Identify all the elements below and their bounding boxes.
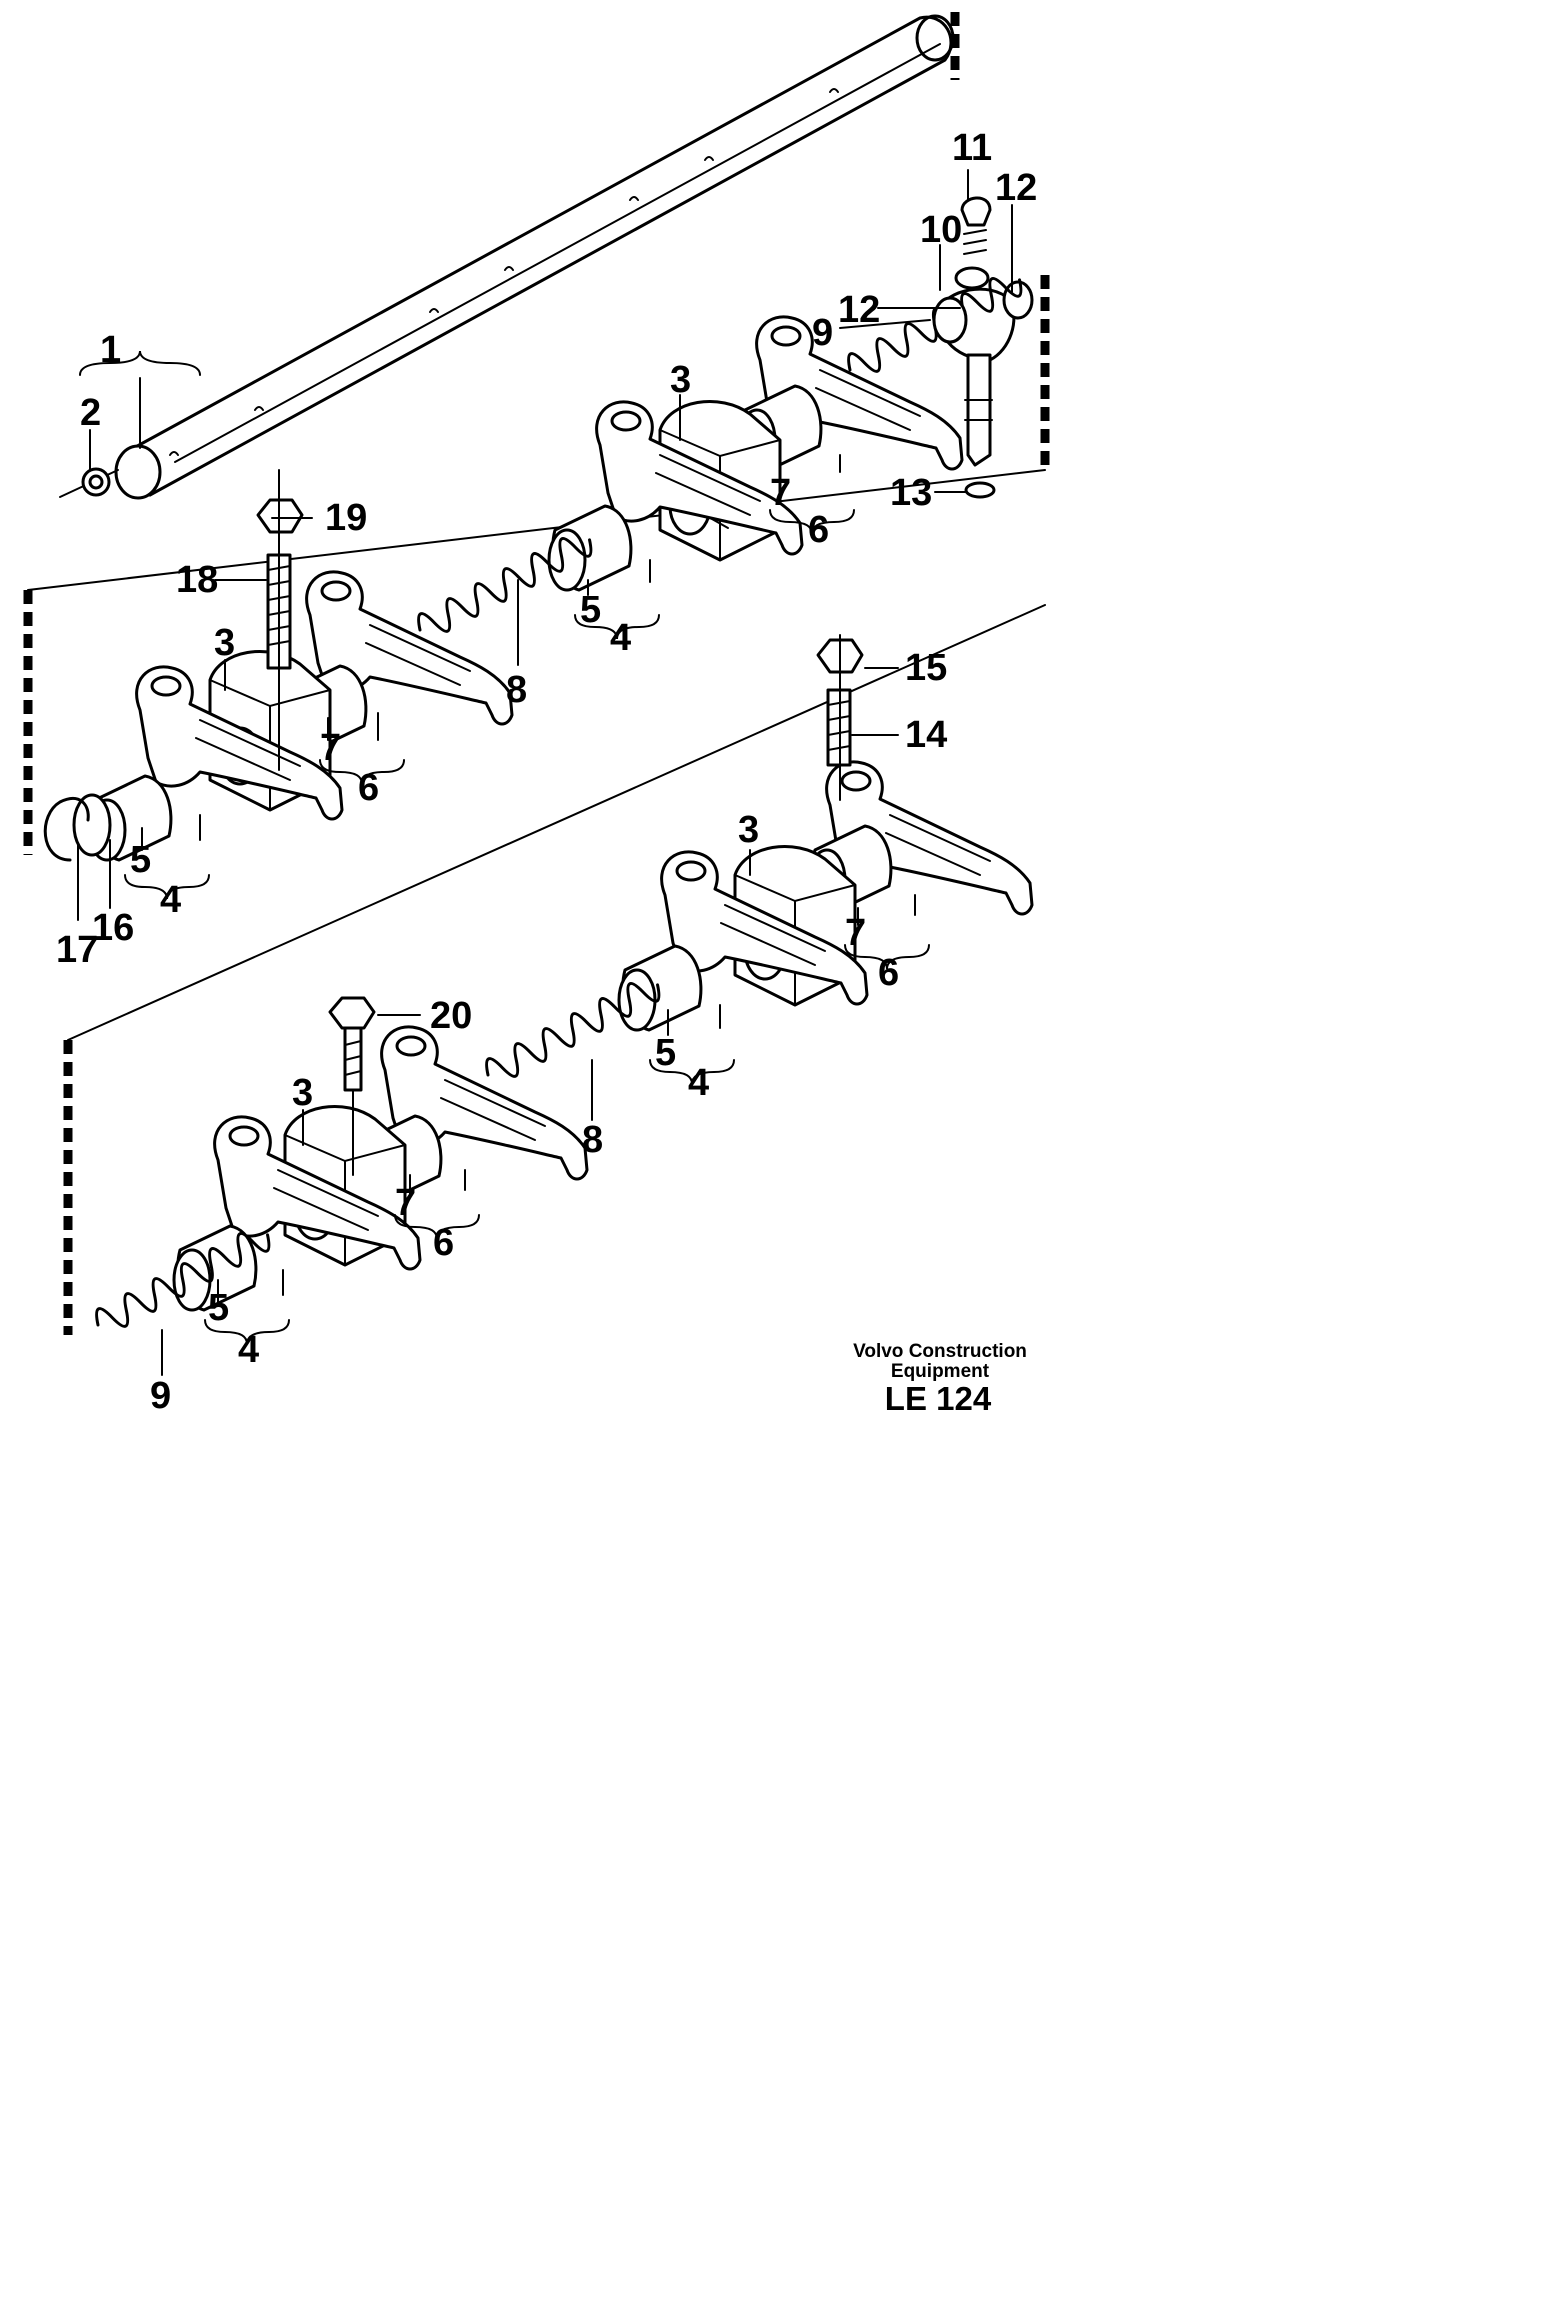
lower-assembly: [89, 634, 1034, 1339]
callout-18: 18: [176, 559, 218, 601]
callout-9a: 9: [812, 312, 833, 354]
callout-13: 13: [890, 472, 932, 514]
callout-12a: 12: [995, 167, 1037, 209]
callout-11: 11: [952, 127, 992, 169]
callout-19: 19: [325, 497, 367, 539]
illustration-code: LE 124: [885, 1380, 992, 1417]
callout-4a: 4: [610, 617, 631, 659]
callout-20: 20: [430, 995, 472, 1037]
upper-assembly: [43, 196, 1034, 862]
leader-line: [27, 469, 1046, 591]
company-name-line2: Equipment: [891, 1361, 990, 1382]
callout-7d: 7: [395, 1182, 416, 1224]
callout-8b: 8: [582, 1119, 603, 1161]
callout-6c: 6: [878, 952, 899, 994]
callout-9b: 9: [150, 1375, 171, 1417]
callout-3d: 3: [292, 1072, 313, 1114]
callout-3b: 3: [214, 622, 235, 664]
shaft-plug: [81, 467, 111, 497]
callout-15: 15: [905, 647, 947, 689]
rocker-shaft: [59, 14, 955, 500]
callout-6a: 6: [808, 509, 829, 551]
callout-6b: 6: [358, 767, 379, 809]
company-name-line1: Volvo Construction: [853, 1341, 1027, 1362]
callout-6d: 6: [433, 1222, 454, 1264]
callout-5a: 5: [580, 589, 601, 631]
leader-line: [67, 604, 1046, 1041]
callout-3c: 3: [738, 809, 759, 851]
callout-4b: 4: [160, 879, 181, 921]
callout-labels: 1 2 11 12 10 12 9 3 13 7 6 19 18 3 8 5 4…: [56, 127, 1037, 1417]
callout-5b: 5: [130, 839, 151, 881]
callout-2: 2: [80, 392, 101, 434]
callout-4d: 4: [238, 1329, 259, 1371]
callout-leaders: [77, 169, 1013, 1376]
callout-4c: 4: [688, 1062, 709, 1104]
callout-7b: 7: [320, 727, 341, 769]
callout-8a: 8: [506, 669, 527, 711]
lower-stud-and-nut: [816, 634, 864, 801]
callout-5d: 5: [208, 1287, 229, 1329]
washer: [72, 793, 112, 857]
callout-10: 10: [920, 209, 962, 251]
callout-14: 14: [905, 714, 947, 756]
callout-7c: 7: [845, 912, 866, 954]
callout-3a: 3: [670, 359, 691, 401]
bolt: [328, 996, 376, 1176]
stud-and-nut: [256, 469, 304, 771]
callout-5c: 5: [655, 1032, 676, 1074]
callout-16: 16: [92, 907, 134, 949]
callout-7a: 7: [770, 472, 791, 514]
callout-17: 17: [56, 929, 98, 971]
callout-12b: 12: [838, 289, 880, 331]
circlip: [43, 796, 90, 862]
footer: Volvo Construction Equipment LE 124: [853, 1341, 1027, 1417]
callout-1: 1: [100, 329, 121, 371]
